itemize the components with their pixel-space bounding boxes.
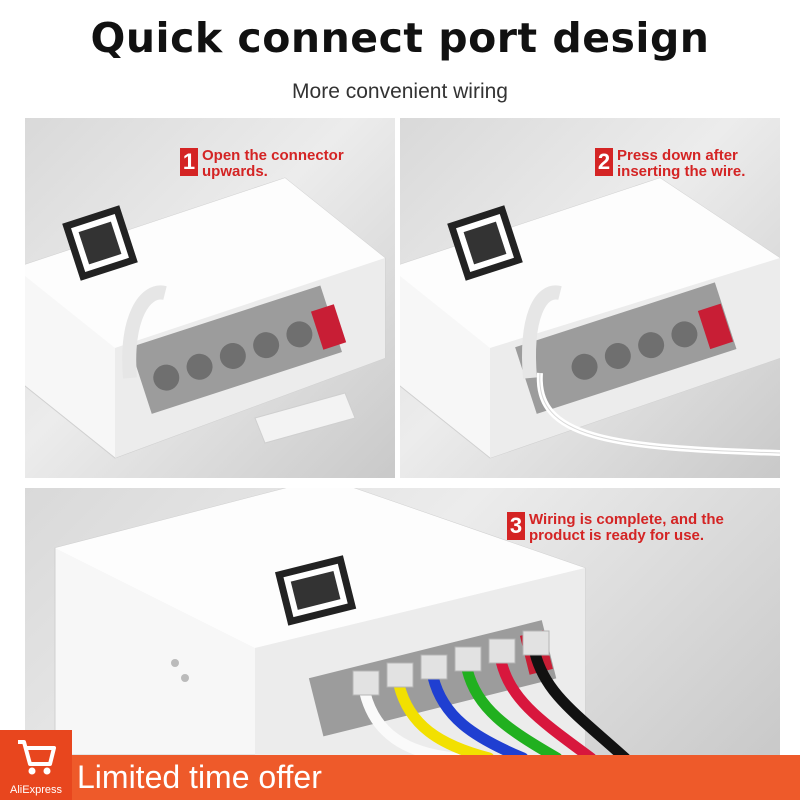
connector-lever-4 [454,646,482,672]
page-title: Quick connect port design [90,14,710,62]
shopping-cart-icon [18,740,56,775]
wire-3 [427,671,528,755]
step-3-text: Wiring is complete, and the product is r… [529,511,724,544]
step-2-number: 2 [595,148,613,176]
aliexpress-logo[interactable]: AliExpress [0,730,72,800]
step-2-caption: 2 Press down after inserting the wire. [595,148,745,180]
controller-insert-illustration [400,177,780,459]
wires [352,630,630,755]
wire-2 [393,679,494,755]
product-image: Quick connect port design More convenien… [0,0,800,755]
promo-banner[interactable]: AliExpress Limited time offer [0,730,800,800]
connector-lever-6 [522,630,550,656]
step-2-text: Press down after inserting the wire. [617,147,746,180]
wire-1 [359,687,460,755]
step-3-number: 3 [507,512,525,540]
step-1-photo: 1 Open the connector upwards. [25,118,395,478]
store-name: AliExpress [10,784,62,796]
step-3-caption: 3 Wiring is complete, and the product is… [507,512,724,544]
wire-6 [529,647,630,755]
page-subtitle: More convenient wiring [292,80,508,103]
step-2-photo: 2 Press down after inserting the wire. [400,118,780,478]
controller-open-illustration [25,177,386,459]
step-1-text: Open the connector upwards. [202,147,344,180]
step-3-photo: 3 Wiring is complete, and the product is… [25,488,780,755]
connector-lever-3 [420,654,448,680]
step-1-caption: 1 Open the connector upwards. [180,148,344,180]
offer-text: Limited time offer [77,759,322,795]
wire-4 [461,663,562,755]
controller-wired-illustration [54,488,630,755]
wire-5 [495,655,596,755]
step-1-number: 1 [180,148,198,176]
connector-lever-1 [352,670,380,696]
connector-lever-2 [386,662,414,688]
connector-lever-5 [488,638,516,664]
